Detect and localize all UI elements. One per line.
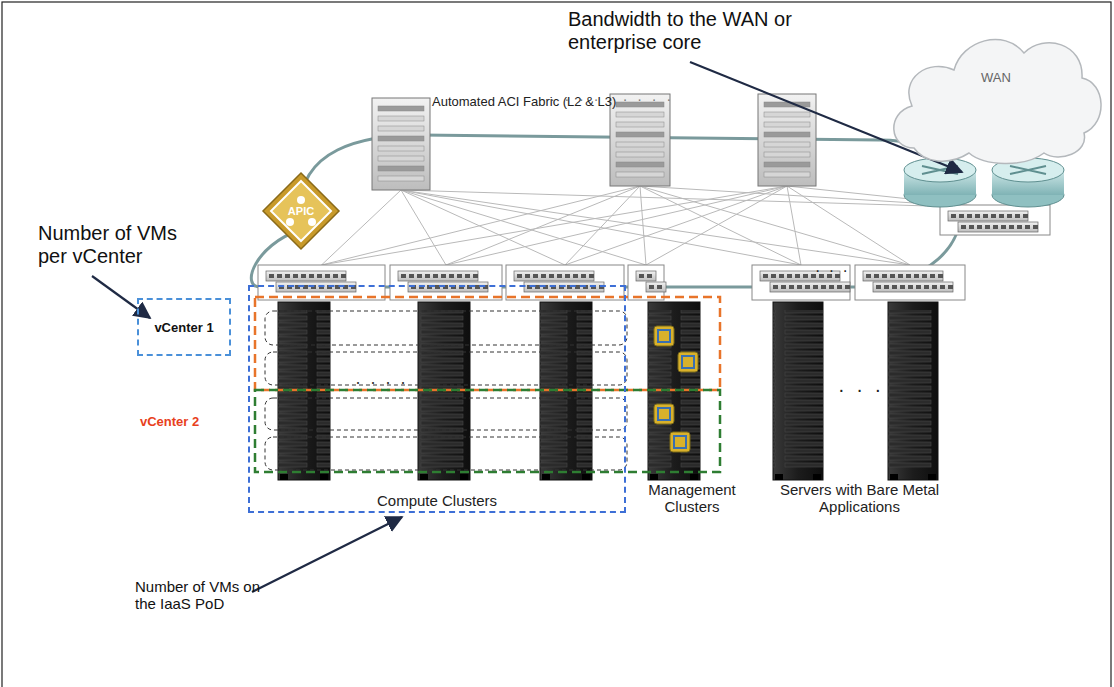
fabric-link <box>446 186 787 265</box>
server-rack <box>888 302 938 480</box>
fabric-link <box>322 186 641 265</box>
cluster-row <box>265 437 627 470</box>
leader-arrow <box>252 517 402 592</box>
cluster-row <box>265 352 627 385</box>
fabric-link <box>565 186 787 265</box>
compute-cluster-box: Compute Clusters <box>248 285 626 513</box>
node-label: Compute Clusters <box>377 492 497 509</box>
fabric-label: Automated ACI Fabric (L2 & L3) <box>432 95 632 110</box>
fabric-ring <box>251 135 960 287</box>
apic-controller: APIC <box>262 172 340 250</box>
fabric-link <box>565 186 640 265</box>
callout-text: Number of VMs on the IaaS PoD <box>135 578 275 613</box>
fabric-link <box>787 186 801 265</box>
leaf-switch <box>855 265 965 300</box>
cluster-row <box>265 398 627 430</box>
fabric-link <box>446 186 640 265</box>
vcenter-label: vCenter 2 <box>140 415 240 430</box>
vcenter1-region <box>255 297 720 390</box>
leaf-switch <box>940 205 1050 235</box>
node-label: vCenter 1 <box>154 320 213 335</box>
server-rack <box>773 302 823 480</box>
leaf-switch <box>390 265 502 300</box>
callout-text: Bandwidth to the WAN or enterprise core <box>568 8 818 54</box>
fabric-links <box>322 186 996 265</box>
leader-arrow <box>92 276 150 318</box>
ellipsis-dots: · · · · <box>355 372 408 392</box>
fabric-link <box>640 186 910 265</box>
fabric-link <box>640 186 646 265</box>
fabric-link <box>401 190 910 265</box>
vcenter2-region <box>255 390 720 472</box>
spine-switch <box>758 94 816 186</box>
fabric-link <box>322 186 788 265</box>
fabric-link <box>640 186 801 265</box>
node-label: APIC <box>288 205 314 217</box>
cluster-label: Management Clusters <box>636 481 748 516</box>
cloud-outline <box>884 18 1108 168</box>
leaf-switch <box>506 265 624 300</box>
node-label: WAN <box>981 70 1011 85</box>
spine-switch <box>610 94 670 186</box>
leaf-switch <box>258 265 385 300</box>
wan-routers <box>904 158 1064 207</box>
cluster-label: Servers with Bare Metal Applications <box>772 481 947 516</box>
leaf-switch <box>628 265 666 300</box>
vcenter-box: vCenter 1 <box>137 298 231 356</box>
wan-cloud: WAN <box>884 18 1108 168</box>
ellipsis-dots: · · · <box>815 262 850 279</box>
fabric-link <box>787 186 910 265</box>
callout-text: Number of VMs per vCenter <box>38 222 203 268</box>
fabric-link <box>646 186 787 265</box>
cluster-row <box>265 311 627 345</box>
spine-switch <box>372 98 430 190</box>
